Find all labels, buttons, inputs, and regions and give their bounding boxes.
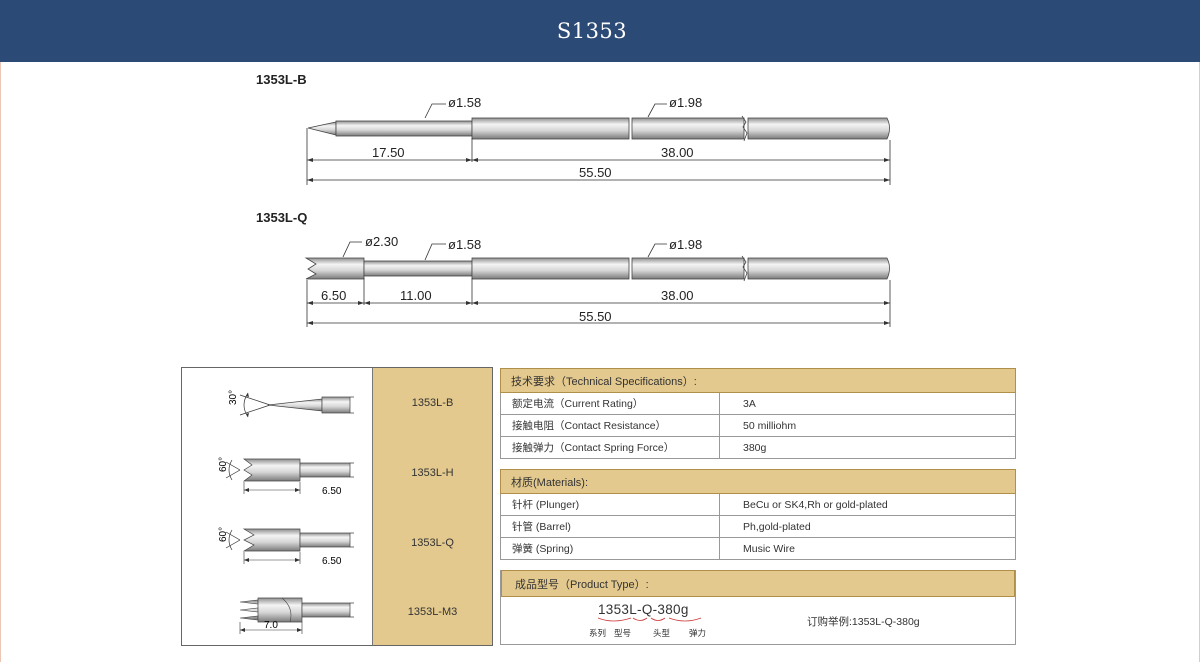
callout-q-head: ø2.30	[365, 234, 399, 249]
spec-value: 50 milliohm	[743, 419, 797, 432]
dim-b-barrel: 38.00	[661, 145, 694, 160]
spec-key: 额定电流（Current Rating）	[501, 393, 720, 414]
technical-heading: 技术要求（Technical Specifications）:	[500, 368, 1016, 393]
dim-q-barrel: 38.00	[661, 288, 694, 303]
material-key: 弹簧 (Spring)	[501, 538, 720, 559]
dim-q-plunger: 11.00	[400, 288, 432, 303]
spec-row: 接触电阻（Contact Resistance） 50 milliohm	[500, 415, 1016, 437]
material-row: 弹簧 (Spring) Music Wire	[500, 538, 1016, 560]
dim-b-tip: 17.50	[372, 145, 405, 160]
material-value: Music Wire	[743, 542, 795, 555]
tip-m3-name: 1353L-M3	[373, 578, 492, 645]
material-key: 针杆 (Plunger)	[501, 494, 720, 515]
callout-q-tip: ø1.58	[448, 237, 482, 252]
drawing-q-label: 1353L-Q	[256, 210, 308, 225]
tip-q-dim: 6.50	[322, 556, 342, 567]
product-type-heading: 成品型号（Product Type）:	[501, 570, 1015, 597]
code-part-series: 系列	[589, 628, 607, 638]
tip-m3-dim: 7.0	[264, 620, 278, 631]
code-part-model: 型号	[614, 628, 632, 638]
dim-q-total: 55.50	[579, 309, 612, 324]
tip-q-name: 1353L-Q	[373, 508, 492, 578]
product-code: 1353L-Q-380g	[598, 602, 689, 617]
spec-row: 接触弹力（Contact Spring Force） 380g	[500, 437, 1016, 459]
spec-key: 接触弹力（Contact Spring Force）	[501, 437, 720, 458]
dim-q-head: 6.50	[321, 288, 347, 303]
tip-h-drawing: 60° 6.50	[182, 438, 373, 508]
material-row: 针管 (Barrel) Ph,gold-plated	[500, 516, 1016, 538]
material-row: 针杆 (Plunger) BeCu or SK4,Rh or gold-plat…	[500, 494, 1016, 516]
tip-row: 30° 1353L-B	[182, 368, 492, 439]
callout-b-tip: ø1.58	[448, 95, 482, 110]
tip-type-table: 30° 1353L-B 60° 6.50 1353L-H	[181, 367, 493, 646]
callout-q-barrel: ø1.98	[669, 237, 703, 252]
tip-b-angle: 30°	[228, 390, 239, 405]
probe-b-shape	[307, 115, 890, 142]
tip-row: 60° 6.50 1353L-Q	[182, 508, 492, 579]
header-bar: S1353	[0, 0, 1200, 62]
tip-m3-drawing: 7.0	[182, 578, 373, 645]
material-value: Ph,gold-plated	[743, 520, 811, 533]
tip-q-drawing: 60° 6.50	[182, 508, 373, 578]
code-part-force: 弹力	[689, 628, 707, 638]
tip-b-name: 1353L-B	[373, 368, 492, 438]
tip-row: 60° 6.50 1353L-H	[182, 438, 492, 509]
tip-q-angle: 60°	[218, 527, 229, 542]
product-type-box: 成品型号（Product Type）: 1353L-Q-380g 系列 型号 头…	[500, 570, 1016, 645]
material-value: BeCu or SK4,Rh or gold-plated	[743, 498, 888, 511]
order-example: 订购举例:1353L-Q-380g	[807, 616, 920, 628]
product-code-underlines	[597, 617, 702, 622]
material-key: 针管 (Barrel)	[501, 516, 720, 537]
tip-h-name: 1353L-H	[373, 438, 492, 508]
tip-h-angle: 60°	[218, 457, 229, 472]
tip-b-drawing: 30°	[182, 368, 373, 438]
dim-b-total: 55.50	[579, 165, 612, 180]
spec-value: 380g	[743, 441, 767, 454]
page-title: S1353	[556, 19, 628, 43]
spec-key: 接触电阻（Contact Resistance）	[501, 415, 720, 436]
tip-row: 7.0 1353L-M3	[182, 578, 492, 645]
probe-q-shape	[304, 255, 890, 282]
callout-b-barrel: ø1.98	[669, 95, 703, 110]
materials-table: 材质(Materials): 针杆 (Plunger) BeCu or SK4,…	[500, 469, 1016, 560]
tip-h-dim: 6.50	[322, 486, 342, 497]
materials-heading: 材质(Materials):	[500, 469, 1016, 494]
technical-spec-table: 技术要求（Technical Specifications）: 额定电流（Cur…	[500, 368, 1016, 459]
drawing-b-label: 1353L-B	[256, 72, 307, 87]
spec-value: 3A	[743, 397, 756, 410]
code-part-head: 头型	[653, 628, 671, 638]
spec-row: 额定电流（Current Rating） 3A	[500, 393, 1016, 415]
